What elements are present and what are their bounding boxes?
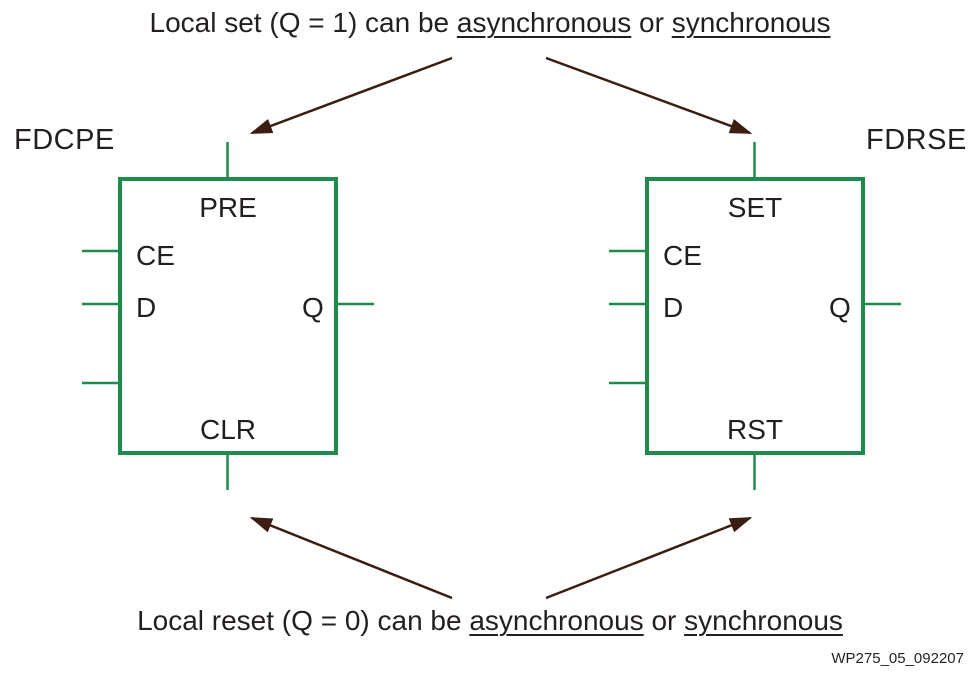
fdcpe-pin-label-pre: PRE (199, 192, 257, 223)
top-caption-middle: or (631, 7, 672, 38)
fdrse-pin-label-ce: CE (663, 240, 702, 271)
arrow-top-right-icon (545, 56, 753, 135)
bottom-caption-underlined-synchronous: synchronous (684, 605, 843, 636)
arrow-top-left-icon (249, 56, 453, 135)
watermark-label: WP275_05_092207 (831, 650, 964, 667)
top-caption-underlined-asynchronous: asynchronous (456, 7, 632, 38)
fdrse-pin-label-rst: RST (727, 414, 783, 445)
flipflop-name-fdcpe: FDCPE (14, 124, 115, 156)
fdrse-pin-label-d: D (663, 292, 684, 323)
bottom-caption-middle: or (643, 605, 685, 636)
bottom-caption-prefix: Local reset (Q = 0) can be (137, 605, 470, 636)
flipflop-box-fdcpe: PRE CE D Q CLR (118, 177, 338, 455)
fdcpe-pin-label-clr: CLR (199, 414, 256, 445)
arrow-bottom-left-icon (249, 516, 453, 600)
fdcpe-pin-label-q: Q (302, 292, 324, 323)
fdrse-pin-label-q: Q (829, 292, 851, 323)
bottom-caption-underlined-asynchronous: asynchronous (469, 605, 644, 636)
bottom-caption: Local reset (Q = 0) can be asynchronous … (0, 604, 980, 638)
flipflop-name-fdrse: FDRSE (866, 124, 967, 156)
fdcpe-pin-label-d: D (136, 292, 157, 323)
top-caption-underlined-synchronous: synchronous (671, 7, 831, 38)
flipflop-box-fdrse: SET CE D Q RST (645, 177, 865, 455)
top-caption: Local set (Q = 1) can be asynchronous or… (0, 6, 980, 40)
fdrse-pin-label-set: SET (727, 192, 783, 223)
top-caption-prefix: Local set (Q = 1) can be (149, 7, 457, 38)
fdcpe-pin-label-ce: CE (136, 240, 175, 271)
arrow-bottom-right-icon (545, 516, 753, 600)
